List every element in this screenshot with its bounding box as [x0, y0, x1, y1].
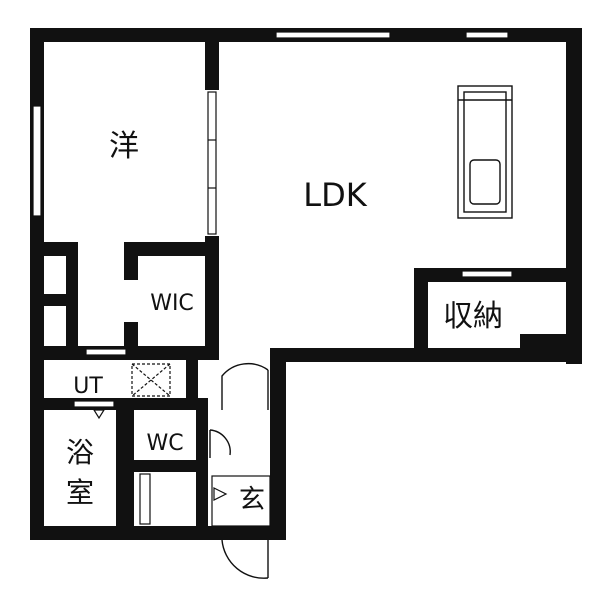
washer-space-icon: [131, 363, 171, 397]
room-label-utility: UT: [73, 374, 103, 399]
western-ldk-wall-top: [205, 28, 219, 90]
bath-right-wall: [116, 410, 134, 540]
right-lower-wall: [270, 348, 286, 540]
wic-wall-top: [124, 242, 219, 256]
western-sliding-door: [207, 91, 217, 235]
kitchen-counter: [457, 85, 513, 219]
room-label-ldk: LDK: [303, 176, 367, 214]
storage-inner-ledge: [520, 334, 566, 348]
window-top-left: [275, 31, 391, 39]
door-swings: [209, 363, 269, 579]
ut-right-wall: [186, 360, 198, 400]
ut-bottom-wall: [30, 398, 208, 410]
left-wall: [30, 28, 44, 540]
wic-wall-left-top: [124, 242, 138, 280]
ut-opening: [85, 348, 127, 356]
sink-icon: [469, 159, 501, 205]
room-label-storage: 収納: [443, 299, 503, 334]
bottom-wall: [30, 526, 286, 540]
room-label-entrance: 玄: [239, 485, 265, 515]
room-label-bath-1: 浴: [66, 436, 94, 469]
wic-wall-left-bottom: [124, 322, 138, 352]
room-label-wc: WC: [146, 431, 183, 456]
wc-right-wall-top: [196, 410, 208, 460]
western-ldk-wall-bottom: [205, 236, 219, 352]
counter-outline: [457, 85, 513, 219]
room-label-bath-2: 室: [66, 476, 94, 509]
front-door-arc: [221, 539, 269, 579]
step-markers: [92, 409, 228, 501]
closet-wall-right: [66, 242, 78, 350]
entrance-frame: [211, 475, 271, 527]
interior-openings: [73, 91, 513, 525]
wc-door-arc: [209, 429, 231, 456]
windows: [32, 31, 509, 217]
storage-opening: [461, 270, 513, 278]
storage-wall-left: [414, 268, 428, 358]
entrance-hall-door-arc: [221, 363, 269, 410]
wc-bottom-wall: [116, 460, 208, 472]
shoe-cabinet-front: [139, 473, 151, 525]
window-top-right: [465, 31, 509, 39]
room-label-western: 洋: [109, 129, 139, 164]
room-labels: 洋 LDK WIC 収納 UT 浴 室 WC 玄: [66, 129, 503, 515]
room-label-wic: WIC: [150, 291, 194, 316]
bath-step-icon: [92, 409, 106, 420]
entrance-step-icon: [213, 487, 228, 501]
window-western: [32, 105, 42, 217]
right-wall: [566, 28, 582, 364]
bath-opening: [73, 400, 115, 408]
shoe-cabinet-wall: [196, 472, 208, 540]
counter-top: [463, 91, 507, 213]
